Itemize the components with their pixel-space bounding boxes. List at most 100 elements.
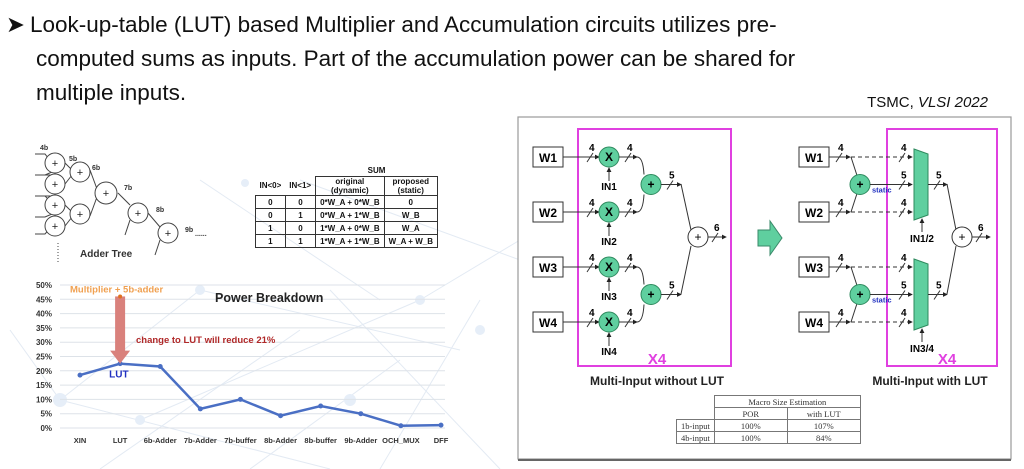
multiplier-symbol: X bbox=[605, 150, 613, 164]
multiplier-symbol: X bbox=[605, 205, 613, 219]
bus-width: 5 bbox=[901, 171, 907, 182]
bus-width: 5 bbox=[936, 171, 942, 182]
data-point bbox=[398, 423, 404, 429]
reduction-arrow-shaft bbox=[115, 296, 126, 352]
x-tick-label: XIN bbox=[74, 436, 87, 445]
col-header-por: POR bbox=[713, 407, 788, 420]
x-tick-label: DFF bbox=[434, 436, 449, 445]
bullet-paragraph: ➤Look-up-table (LUT) based Multiplier an… bbox=[6, 8, 936, 110]
input-label: IN4 bbox=[601, 347, 617, 358]
continuation-dots: ...... bbox=[195, 231, 207, 238]
x-tick-label: 9b-Adder bbox=[344, 436, 377, 445]
y-tick-label: 35% bbox=[36, 324, 52, 333]
bus-width: 5 bbox=[936, 281, 942, 292]
bus-width: 6 bbox=[714, 223, 720, 234]
adder-node bbox=[44, 152, 66, 174]
input-label: IN1 bbox=[601, 182, 617, 193]
data-point bbox=[237, 396, 243, 402]
x-tick-label: LUT bbox=[113, 436, 128, 445]
series-line bbox=[79, 362, 442, 427]
bit-label: 5b bbox=[69, 156, 77, 163]
x-tick-label: 7b-buffer bbox=[224, 436, 257, 445]
sum-header: SUM bbox=[367, 165, 386, 175]
bus-width: 4 bbox=[901, 253, 907, 264]
y-tick-label: 25% bbox=[36, 353, 52, 362]
weight-label: W3 bbox=[805, 261, 823, 275]
y-tick-label: 5% bbox=[40, 410, 52, 419]
data-point bbox=[318, 403, 324, 409]
citation: TSMC, VLSI 2022 bbox=[867, 94, 988, 111]
y-tick-label: 15% bbox=[36, 381, 52, 390]
bus-width: 4 bbox=[627, 143, 633, 154]
macro-table-title: Macro Size Estimation bbox=[713, 395, 861, 408]
bullet-line-3: multiple inputs. bbox=[36, 80, 187, 105]
col-header-in0: IN<0> bbox=[259, 181, 282, 191]
svg-text:+: + bbox=[135, 208, 141, 220]
bus-width: 4 bbox=[838, 198, 844, 209]
input-label: IN3 bbox=[601, 292, 617, 303]
adder-tree-diagram: ++++ +++++ 4b 5b 6b 7b 8b 9b ...... Adde… bbox=[35, 145, 207, 263]
bus-width: 4 bbox=[838, 143, 844, 154]
lut-mux bbox=[913, 258, 929, 331]
data-point bbox=[438, 422, 444, 428]
y-tick-label: 45% bbox=[36, 295, 52, 304]
weight-label: W2 bbox=[539, 206, 557, 220]
svg-text:+: + bbox=[52, 200, 58, 212]
citation-venue: VLSI 2022 bbox=[917, 94, 988, 111]
col-header-in1: IN<1> bbox=[289, 181, 312, 191]
bit-label: 7b bbox=[124, 185, 132, 192]
bus-width: 5 bbox=[669, 171, 675, 182]
x-tick-label: OCH_MUX bbox=[382, 436, 420, 445]
col-header-original: original(dynamic) bbox=[315, 176, 385, 196]
svg-text:+: + bbox=[165, 228, 171, 240]
repeat-box bbox=[886, 128, 998, 367]
svg-text:+: + bbox=[647, 178, 654, 192]
svg-text:+: + bbox=[77, 209, 83, 221]
bus-width: 4 bbox=[901, 308, 907, 319]
svg-text:+: + bbox=[103, 188, 109, 200]
bit-label: 9b bbox=[185, 227, 193, 234]
chart-title: Power Breakdown bbox=[215, 291, 323, 305]
y-tick-label: 30% bbox=[36, 338, 52, 347]
weight-label: W1 bbox=[805, 151, 823, 165]
svg-text:+: + bbox=[647, 288, 654, 302]
svg-text:+: + bbox=[958, 230, 965, 244]
y-tick-label: 0% bbox=[40, 424, 52, 433]
static-label: static bbox=[872, 296, 892, 305]
mux-select-label: IN3/4 bbox=[910, 344, 934, 355]
adder-tree-title: Adder Tree bbox=[80, 249, 133, 260]
bus-width: 5 bbox=[669, 281, 675, 292]
y-tick-label: 20% bbox=[36, 367, 52, 376]
multiplier-symbol: X bbox=[605, 260, 613, 274]
data-point bbox=[358, 411, 364, 417]
col-header-with-lut: with LUT bbox=[786, 407, 861, 420]
weight-label: W4 bbox=[805, 316, 823, 330]
y-tick-label: 50% bbox=[36, 281, 52, 290]
weight-label: W3 bbox=[539, 261, 557, 275]
bus-width: 4 bbox=[627, 198, 633, 209]
bus-width: 4 bbox=[589, 253, 595, 264]
bit-label: 4b bbox=[40, 145, 48, 152]
caption-with-lut: Multi-Input with LUT bbox=[872, 374, 988, 388]
bus-width: 6 bbox=[978, 223, 984, 234]
svg-text:+: + bbox=[856, 178, 863, 192]
data-point bbox=[278, 413, 284, 419]
transform-arrow-icon bbox=[757, 219, 783, 257]
x-tick-label: 8b-Adder bbox=[264, 436, 297, 445]
weight-label: W4 bbox=[539, 316, 557, 330]
bus-width: 4 bbox=[589, 143, 595, 154]
sum-truth-table: SUM IN<0> IN<1> original(dynamic) propos… bbox=[255, 164, 438, 248]
arrow-bullet-icon: ➤ bbox=[6, 12, 25, 37]
y-tick-label: 40% bbox=[36, 310, 52, 319]
svg-text:+: + bbox=[694, 230, 701, 244]
bus-width: 4 bbox=[627, 253, 633, 264]
citation-org: TSMC, bbox=[867, 94, 918, 111]
reduction-arrow-head-icon bbox=[110, 350, 131, 364]
